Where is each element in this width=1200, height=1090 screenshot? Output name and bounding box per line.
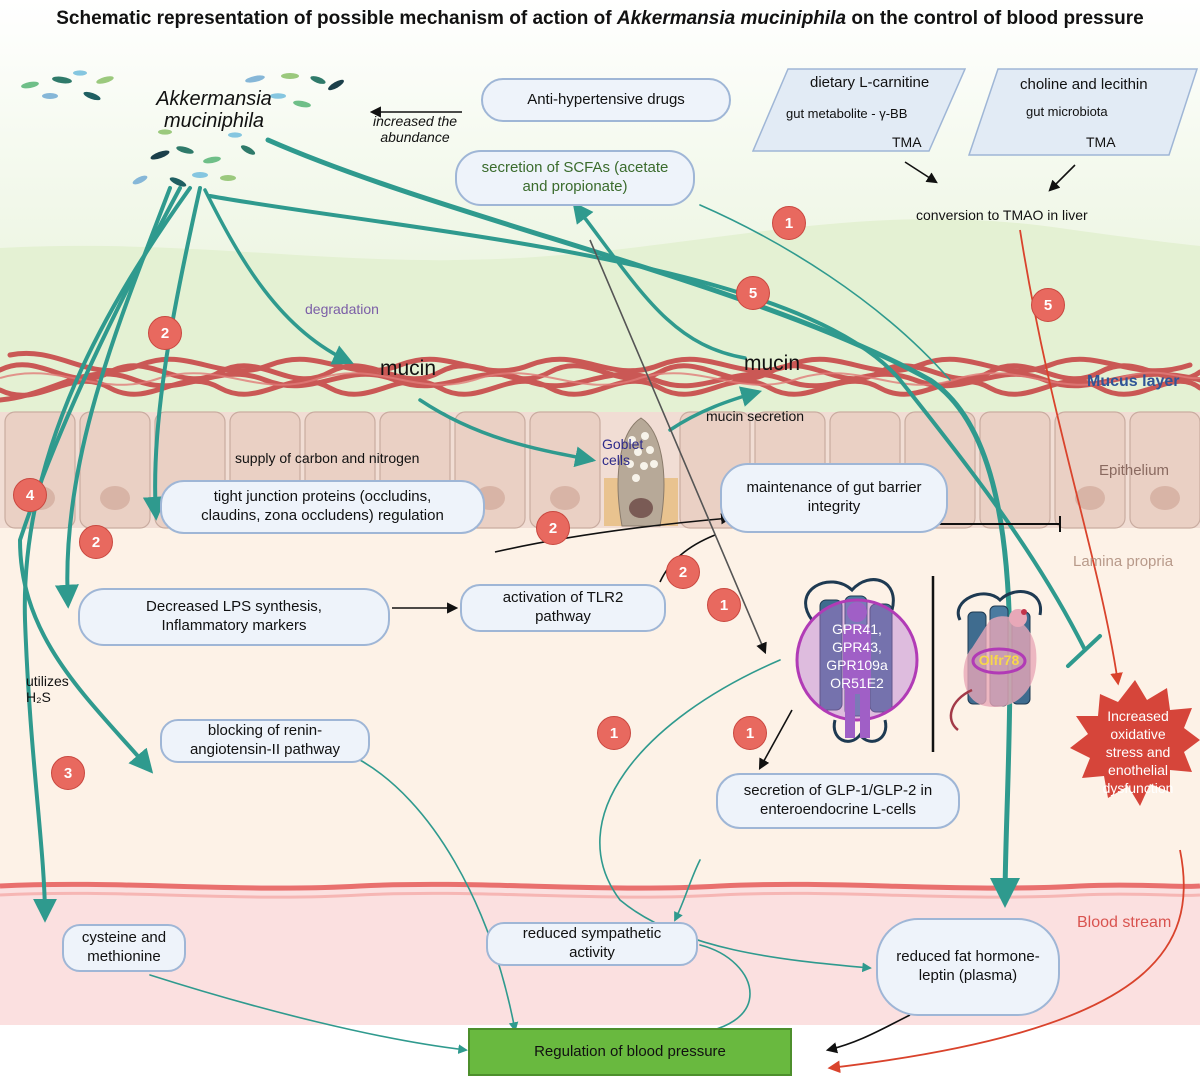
scfa-box: secretion of SCFAs (acetate and propiona… <box>455 150 695 206</box>
tma-left-label: TMA <box>892 134 922 150</box>
choline-label: choline and lecithin <box>1020 76 1148 93</box>
pathway-badge: 5 <box>736 276 770 310</box>
teal-arrows <box>17 137 1102 1054</box>
lps-box: Decreased LPS synthesis, Inflammatory ma… <box>78 588 390 646</box>
regulation-box: Regulation of blood pressure <box>468 1028 792 1076</box>
utilizes-h2s-label: utilizes H₂S <box>26 673 69 705</box>
tma-right-label: TMA <box>1086 134 1116 150</box>
degradation-label: degradation <box>305 301 379 317</box>
pathway-badge: 5 <box>1031 288 1065 322</box>
pathway-badge: 4 <box>13 478 47 512</box>
mucin-label-left: mucin <box>380 357 437 380</box>
title-species: Akkermansia muciniphila <box>616 8 847 29</box>
goblet-cells-label: Goblet cells <box>602 436 644 468</box>
lamina-propria-label: Lamina propria <box>1073 553 1174 570</box>
mucin-label-right: mucin <box>744 352 801 375</box>
page-title: Schematic representation of possible mec… <box>56 8 1144 29</box>
receptors-label: GPR41, GPR43, GPR109a OR51E2 <box>826 621 888 691</box>
oxidative-stress-label: Increased oxidative stress and enothelia… <box>1102 708 1174 796</box>
epithelium-label: Epithelium <box>1099 462 1170 479</box>
pathway-badge: 2 <box>148 316 182 350</box>
glp-box: secretion of GLP-1/GLP-2 in enteroendocr… <box>716 773 960 829</box>
mucus-layer-label: Mucus layer <box>1087 373 1180 390</box>
pathway-badge: 2 <box>666 555 700 589</box>
leptin-box: reduced fat hormone- leptin (plasma) <box>876 918 1060 1016</box>
pathway-badge: 2 <box>79 525 113 559</box>
gut-metabolite-label: gut metabolite - γ-BB <box>786 106 908 121</box>
akkermansia-label: Akkermansia muciniphila <box>156 88 272 132</box>
pathway-badge: 1 <box>733 716 767 750</box>
vessel-wall-line-inner <box>0 891 1200 899</box>
pathway-badge: 1 <box>597 716 631 750</box>
goblet-cell <box>604 417 678 527</box>
choline-panel: choline and lecithin gut microbiota TMA <box>968 68 1198 156</box>
blood-stream-label: Blood stream <box>1077 914 1172 931</box>
black-arrows <box>369 95 1138 1054</box>
tlr2-box: activation of TLR2 pathway <box>460 584 666 632</box>
pathway-badge: 3 <box>51 756 85 790</box>
mucin-fibres <box>0 351 1200 403</box>
increased-abundance-label: increased the abundance <box>372 113 458 145</box>
cysteine-box: cysteine and methionine <box>62 924 186 972</box>
mouse-figure <box>949 590 1042 731</box>
pathway-badge: 1 <box>707 588 741 622</box>
carnitine-panel: dietary L-carnitine gut metabolite - γ-B… <box>752 68 966 152</box>
bacteria-cluster <box>21 70 344 187</box>
receptor-figure <box>795 578 919 743</box>
pathway-badge: 1 <box>772 206 806 240</box>
mucin-secretion-label: mucin secretion <box>706 408 805 424</box>
vessel-wall-line <box>0 881 1200 891</box>
gut-microbiota-label: gut microbiota <box>1026 104 1108 119</box>
carnitine-label: dietary L-carnitine <box>810 74 930 91</box>
oxidative-stress-star <box>1070 680 1200 806</box>
olfr78-label: Olfr78 <box>978 652 1020 668</box>
antihypertensive-box: Anti-hypertensive drugs <box>481 78 731 122</box>
sympathetic-box: reduced sympathetic activity <box>486 922 698 966</box>
pathway-badge: 2 <box>536 511 570 545</box>
tight-junction-box: tight junction proteins (occludins, clau… <box>160 480 485 534</box>
gut-barrier-box: maintenance of gut barrier integrity <box>720 463 948 533</box>
conversion-tmao-label: conversion to TMAO in liver <box>916 207 1088 223</box>
supply-label: supply of carbon and nitrogen <box>235 450 420 466</box>
renin-box: blocking of renin- angiotensin-II pathwa… <box>160 719 370 763</box>
